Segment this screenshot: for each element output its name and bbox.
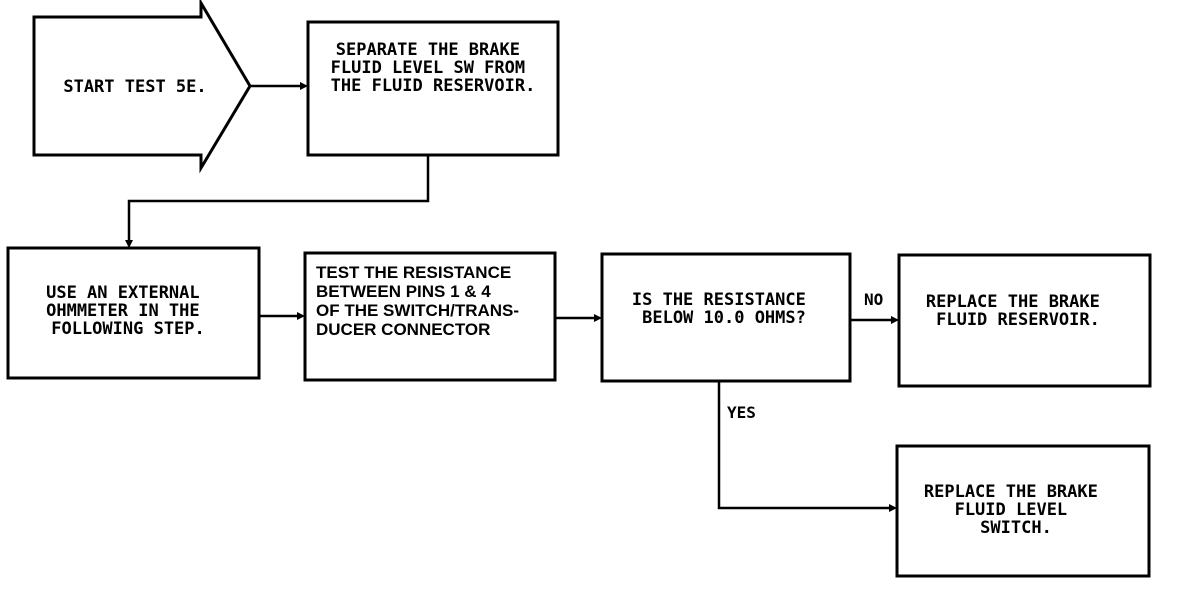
decision-text: IS THE RESISTANCE BELOW 10.0 OHMS? [632, 290, 816, 328]
arrowhead-decision-yes [889, 504, 897, 512]
ohmmeter-text: USE AN EXTERNAL OHMMETER IN THE FOLLOWIN… [46, 283, 210, 339]
arrowhead-start-to-separate [300, 82, 308, 90]
separate-switch-box [306, 20, 560, 157]
no-label: NO [864, 290, 883, 309]
start-arrow-shape [32, 0, 252, 174]
replace-switch-box [895, 444, 1151, 578]
connector-separate-to-ohmmeter [127, 155, 430, 241]
test-resistance-text: TEST THE RESISTANCE BETWEEN PINS 1 & 4 O… [316, 263, 524, 339]
decision-box [600, 252, 852, 383]
replace-reservoir-box [897, 253, 1152, 388]
replace-reservoir-text: REPLACE THE BRAKE FLUID RESERVOIR. [926, 292, 1110, 330]
arrowhead-ohmmeter-to-test [297, 312, 305, 320]
replace-switch-text: REPLACE THE BRAKE FLUID LEVEL SWITCH. [924, 482, 1108, 538]
yes-label: YES [727, 403, 756, 422]
start-text: START TEST 5E. [63, 77, 206, 97]
arrowhead-decision-no [891, 316, 899, 324]
connector-decision-yes [717, 381, 891, 510]
test-resistance-box [303, 251, 557, 382]
arrowhead-separate-to-ohmmeter [125, 240, 133, 248]
arrowhead-test-to-decision [594, 314, 602, 322]
ohmmeter-box [6, 246, 261, 380]
separate-switch-text: SEPARATE THE BRAKE FLUID LEVEL SW FROM T… [331, 40, 536, 96]
